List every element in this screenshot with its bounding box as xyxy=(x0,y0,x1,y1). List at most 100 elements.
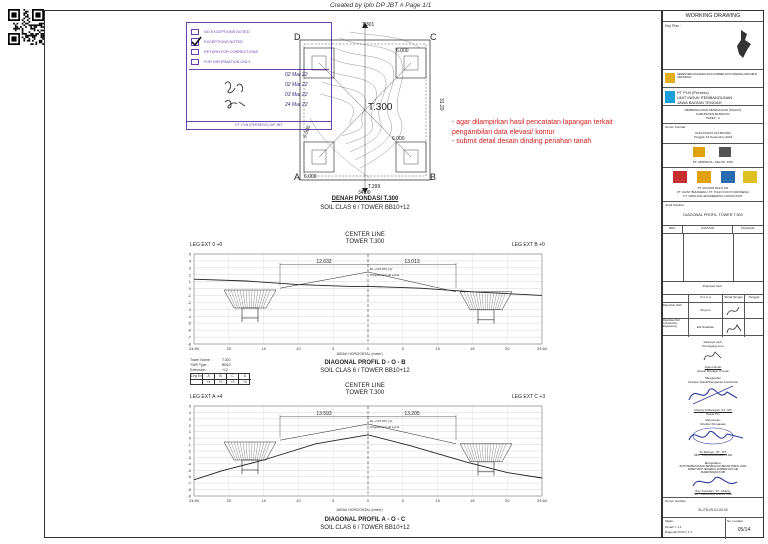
checkbox-icon xyxy=(191,29,199,35)
leg-extension-table: Tower Name : T.300 TWR Type : BB10 Exten… xyxy=(190,358,280,386)
signature-icon xyxy=(703,351,722,361)
x-tick-label: 10 xyxy=(296,498,301,503)
stamp-date: 02 Mar 22 xyxy=(285,72,308,78)
signature-icon xyxy=(688,385,738,405)
profile-tower-label: TOWER T.300 xyxy=(345,239,385,245)
table-header: D xyxy=(243,374,247,378)
y-tick-label: 1 xyxy=(189,279,192,284)
y-tick-label: 3 xyxy=(189,265,192,270)
created-by-header: Created by Iplo DP JBT # Page 1/1 xyxy=(330,2,432,9)
x-tick-label: 5 xyxy=(332,346,335,351)
signatory-id: NIPP : 1181218810308014 1 002 xyxy=(693,454,733,457)
signatory-org: BAHT PEMBANGUNAN BENDUNGAN BESAR PUBLIK … xyxy=(679,465,747,468)
y-tick-label: 4 xyxy=(189,410,192,415)
table-header: C xyxy=(227,374,239,379)
table-header: Tanda Tangan xyxy=(723,295,745,303)
signature-icon xyxy=(692,476,738,487)
profile-tower-label: TOWER T.300 xyxy=(345,390,385,396)
drawing-title-label: Judul Gambar : xyxy=(665,203,686,207)
elevation-label: EL +170.870 (m) xyxy=(370,419,392,423)
x-tick-label: 20 xyxy=(505,346,510,351)
x-tick-label: 10 xyxy=(435,346,440,351)
table-header: A xyxy=(203,374,215,379)
elevation-label: EL +170.870 (m) xyxy=(370,267,392,271)
stamp-footer: PT. PLN (PERSERO) UIP JBT xyxy=(187,121,331,127)
dim-right-label: 13.013 xyxy=(404,259,420,265)
table-label: Digambar Oleh xyxy=(663,303,689,319)
dim-label: 6.000 xyxy=(304,174,317,180)
y-tick-label: 5 xyxy=(189,252,192,257)
table-label: Tower Name : xyxy=(190,358,212,362)
table-header: B xyxy=(215,374,227,379)
contractor-logo-icon xyxy=(719,147,731,157)
dim-label: 6.000 xyxy=(396,48,409,54)
drawing-number-block: Nomor Gambar : SL-PD-09-01-00-00 xyxy=(663,497,763,517)
stamp-options: NO EXCEPTIONS NOTED EXCEPTIONS NOTED RET… xyxy=(191,27,269,67)
x-tick-label: 15 xyxy=(261,498,266,503)
table-value: T.300 xyxy=(222,358,231,362)
y-tick-label: -3 xyxy=(187,307,191,312)
stamp-option[interactable]: FOR INFORMATION ONLY xyxy=(191,57,269,67)
checkbox-icon xyxy=(191,59,199,65)
drawing-number: SL-PD-09-01-00-00 xyxy=(698,508,728,512)
title-block: WORKING DRAWING Key Plan : KEMENTERIAN E… xyxy=(662,10,764,539)
x-tick-label: 24.84 xyxy=(189,346,200,351)
dim-label: 6.000 xyxy=(302,125,312,139)
review-note: - agar dilampirkan hasil pencatatan lapa… xyxy=(452,118,613,147)
project-name: PAKET - II xyxy=(706,116,720,120)
leg-ext-grid: Leg Ext A B C D +4 +0 +3 +0 xyxy=(190,373,251,385)
signature-icon xyxy=(688,427,744,445)
approval-label: Mengetahui xyxy=(705,376,721,380)
x-tick-label: 10 xyxy=(296,346,301,351)
axis-label: JARAK HORIZONTAL (meter) xyxy=(336,352,383,356)
drawing-number-label: Nomor Gambar : xyxy=(665,499,688,503)
x-tick-label: 5 xyxy=(402,498,405,503)
table-label: Extension : xyxy=(190,368,208,372)
profile-subtitle: SOIL CLAS 6 / TOWER BB10+12 xyxy=(320,525,410,531)
signatory-org: DIREKTORAT JENDERAL SUMBER DAYA AIR xyxy=(687,468,739,471)
table-header: Tanggal xyxy=(745,295,763,303)
y-tick-label: -8 xyxy=(187,487,191,492)
consultant-block: PT. RAYNOR MULTI ASI PT. HILINY BHUDEENU… xyxy=(663,167,763,201)
stamp-option[interactable]: EXCEPTIONS NOTED xyxy=(191,36,269,47)
signatory-role: Ketua Tim xyxy=(706,412,720,416)
table-label: TWR Type : xyxy=(190,363,209,367)
signatory-id: NIP : 1981091202 200212 1 002 xyxy=(694,493,732,496)
unit-name: UNIT INDUK PEMBANGUNAN xyxy=(677,95,733,100)
stamp-option[interactable]: RETURN FOR CORRECTIONS xyxy=(191,47,269,57)
owner-block: KEMENTERIAN ENERGI DAN SUMBER DAYA MINER… xyxy=(663,69,763,87)
pln-logo-icon xyxy=(665,91,675,103)
contractor-block: PT. ABIPRAYA - PELITA, KSO xyxy=(663,143,763,167)
y-tick-label: -1 xyxy=(187,293,191,298)
signatory-role: Direktur Pengawas xyxy=(700,422,726,426)
y-tick-label: 0 xyxy=(189,286,192,291)
stamp-option[interactable]: NO EXCEPTIONS NOTED xyxy=(191,27,269,37)
x-tick-label: 0 xyxy=(367,498,370,503)
dim-left-label: 13.593 xyxy=(316,411,332,417)
ground-line xyxy=(193,434,543,481)
signatory-name: Ibnu Kuntulan, ST., M.Eng. xyxy=(695,489,731,493)
y-tick-label: -7 xyxy=(187,481,191,486)
scale-sheet-block: Skala : Denah = 1:1 Diagonal Profil = 1:… xyxy=(663,517,763,539)
ministry-logo-icon xyxy=(665,73,675,83)
approval-label: Disetujui oleh, xyxy=(703,340,723,344)
key-plan: Key Plan : xyxy=(663,21,763,69)
side-dim-label: 31.20 xyxy=(438,98,444,111)
y-tick-label: -4 xyxy=(187,461,191,466)
consultant-logo-icon xyxy=(743,171,757,183)
pln-block: PT PLN (Persero) UNIT INDUK PEMBANGUNAN … xyxy=(663,87,763,105)
prev-tower-label: T.301 xyxy=(362,22,374,28)
revision-table: REV. CATATAN TANGGAL xyxy=(663,225,763,282)
signature-icon xyxy=(723,303,745,319)
x-tick-label: 24.84 xyxy=(537,346,548,351)
dim-label: 6.000 xyxy=(392,136,405,142)
y-tick-label: 4 xyxy=(189,258,192,263)
consultant-name: PT. CIBOLANG ENGINEERING CONSULTANT xyxy=(683,194,743,198)
consultant-name: PT. HILINY BHUDEENU, PT. TOHO KOGYO INDO… xyxy=(677,190,749,194)
working-drawing-label: WORKING DRAWING xyxy=(685,13,741,19)
drawing-title-block: Judul Gambar : DIAGONAL PROFIL TOWER T.3… xyxy=(663,201,763,225)
x-tick-label: 5 xyxy=(402,346,405,351)
ground-level-label: Original Ground Level xyxy=(370,273,400,277)
x-tick-label: 15 xyxy=(470,346,475,351)
